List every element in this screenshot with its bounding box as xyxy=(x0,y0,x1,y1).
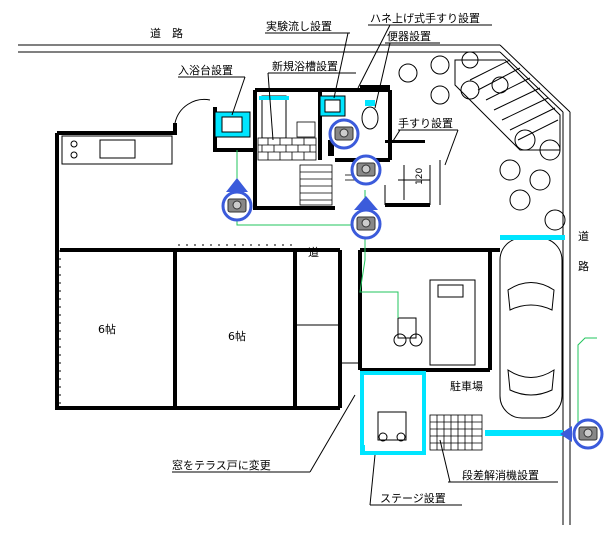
callout-leaders xyxy=(172,24,558,506)
callout-toilet: 便器設置 xyxy=(387,29,431,43)
parking-label: 駐車場 xyxy=(450,379,483,393)
camera-icon xyxy=(328,118,360,150)
access-path xyxy=(362,235,565,453)
toilet-icon xyxy=(361,100,379,130)
car-icon xyxy=(499,237,563,419)
callout-lab-sink: 実験流し設置 xyxy=(266,19,332,33)
room-left-label: 6帖 xyxy=(98,323,116,336)
callout-handrail: 手すり設置 xyxy=(398,116,453,130)
stairs-icon xyxy=(299,164,355,206)
callout-new-bathtub: 新規浴槽設置 xyxy=(272,59,338,73)
callout-handrail-flip: ハネ上げ式手すり設置 xyxy=(370,11,480,25)
camera-icon xyxy=(350,154,382,186)
bed-icon xyxy=(429,279,476,366)
road-right-label-2: 路 xyxy=(578,260,589,273)
bathtub-icon xyxy=(259,95,289,139)
house-walls xyxy=(55,88,500,410)
callout-stage: ステージ設置 xyxy=(380,491,446,505)
tatami-lines xyxy=(59,244,295,405)
stage xyxy=(360,371,426,455)
sink-icon xyxy=(99,139,136,159)
pillar-dim-label: 120 xyxy=(415,168,425,185)
road-right-label-1: 道 xyxy=(578,229,589,243)
camera-icon xyxy=(350,196,382,240)
camera-icon xyxy=(221,178,253,222)
road-mid-label: 道 xyxy=(308,245,319,259)
hatched-driveway xyxy=(454,59,561,151)
road-top-label: 道 路 xyxy=(150,26,183,40)
lab-sink xyxy=(319,95,346,117)
room-mid-label: 6帖 xyxy=(228,330,246,343)
tree-icon xyxy=(398,51,566,231)
bath-platform xyxy=(214,111,251,138)
door-swing xyxy=(174,98,211,124)
callout-step-lift: 段差解消機設置 xyxy=(462,468,539,482)
kitchen-counter xyxy=(61,135,173,165)
callout-window-to-terrace: 窓をテラス戸に変更 xyxy=(172,458,271,472)
road-right xyxy=(499,44,571,525)
camera-icon xyxy=(560,418,604,450)
wheelchair-icon xyxy=(393,317,423,347)
callout-bath-platform: 入浴台設置 xyxy=(178,63,233,77)
brick-floor xyxy=(257,121,317,161)
step-lift xyxy=(429,414,483,451)
road-top xyxy=(18,44,500,53)
handrail-marks xyxy=(328,85,425,156)
pillar-dimension: 120 xyxy=(398,165,430,200)
